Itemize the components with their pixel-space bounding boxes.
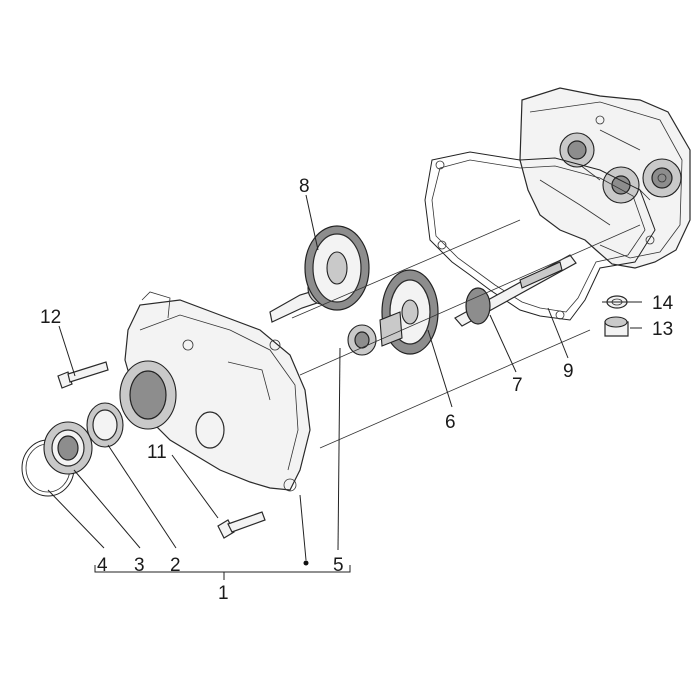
- bearing-5: [347, 324, 377, 356]
- callout-3: 3: [134, 555, 145, 576]
- callout-12: 12: [40, 307, 61, 328]
- gear-6: [379, 269, 439, 355]
- gear-shaft-8: [269, 225, 370, 323]
- bolt-11: [217, 511, 266, 539]
- gearbox-housing: [519, 87, 691, 269]
- leader-dot: [303, 560, 309, 566]
- callout-1: 1: [218, 583, 229, 604]
- callout-8: 8: [299, 176, 310, 197]
- oil-seal: [86, 402, 124, 448]
- callouts: 1 2 3 4 5 6 7 8 9 11 12 13 14: [40, 176, 674, 604]
- callout-2: 2: [170, 555, 181, 576]
- callout-5: 5: [333, 555, 344, 576]
- gasket: [424, 151, 656, 321]
- shaft-7: [454, 254, 577, 327]
- bearing: [43, 421, 93, 475]
- callout-4: 4: [97, 555, 108, 576]
- callout-13: 13: [652, 319, 673, 340]
- callout-11: 11: [147, 442, 167, 463]
- callout-7: 7: [512, 375, 523, 396]
- callout-6: 6: [445, 412, 456, 433]
- transmission-cover: [119, 291, 311, 492]
- leader-lines: [47, 194, 642, 580]
- callout-14: 14: [652, 293, 674, 314]
- drain-plug-13: [604, 316, 629, 337]
- bolt-12: [57, 361, 109, 389]
- assembly-axis-lines: [291, 219, 641, 449]
- callout-9: 9: [563, 361, 574, 382]
